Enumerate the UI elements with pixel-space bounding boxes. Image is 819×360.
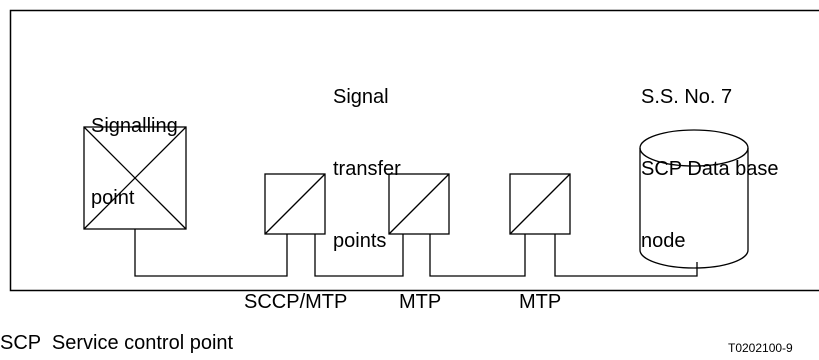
signal-transfer-point-3 xyxy=(509,173,571,235)
scp-database-node xyxy=(639,129,749,269)
signal-transfer-points-label-line-1: Signal xyxy=(333,86,389,108)
signalling-point-label-line-1: Signalling xyxy=(91,115,178,137)
signal-transfer-points-label-line-3: points xyxy=(333,230,387,252)
footnote: SCP Service control point xyxy=(0,332,234,354)
signal-transfer-points-label-line-2: transfer xyxy=(333,158,401,180)
link-label-mtp-2: MTP xyxy=(519,291,562,313)
signal-transfer-point-1 xyxy=(264,173,326,235)
link-label-sccp-mtp: SCCP/MTP xyxy=(244,291,348,313)
scp-node-label-line-3: node xyxy=(641,230,686,252)
signalling-point-label-line-2: point xyxy=(91,187,135,209)
diagram-frame xyxy=(9,9,819,292)
scp-node-label-line-2: SCP Data base xyxy=(641,158,779,180)
figure-code: T0202100-9 xyxy=(728,341,793,355)
signalling-point-label: Signalling point xyxy=(91,66,178,234)
scp-node-label-line-1: S.S. No. 7 xyxy=(641,86,733,108)
signal-transfer-point-2 xyxy=(388,173,450,235)
signal-transfer-points-label: Signal transfer points xyxy=(333,37,401,277)
scp-node-label: S.S. No. 7 SCP Data base node xyxy=(641,37,779,277)
link-label-mtp-1: MTP xyxy=(399,291,442,313)
signalling-links xyxy=(134,229,698,277)
